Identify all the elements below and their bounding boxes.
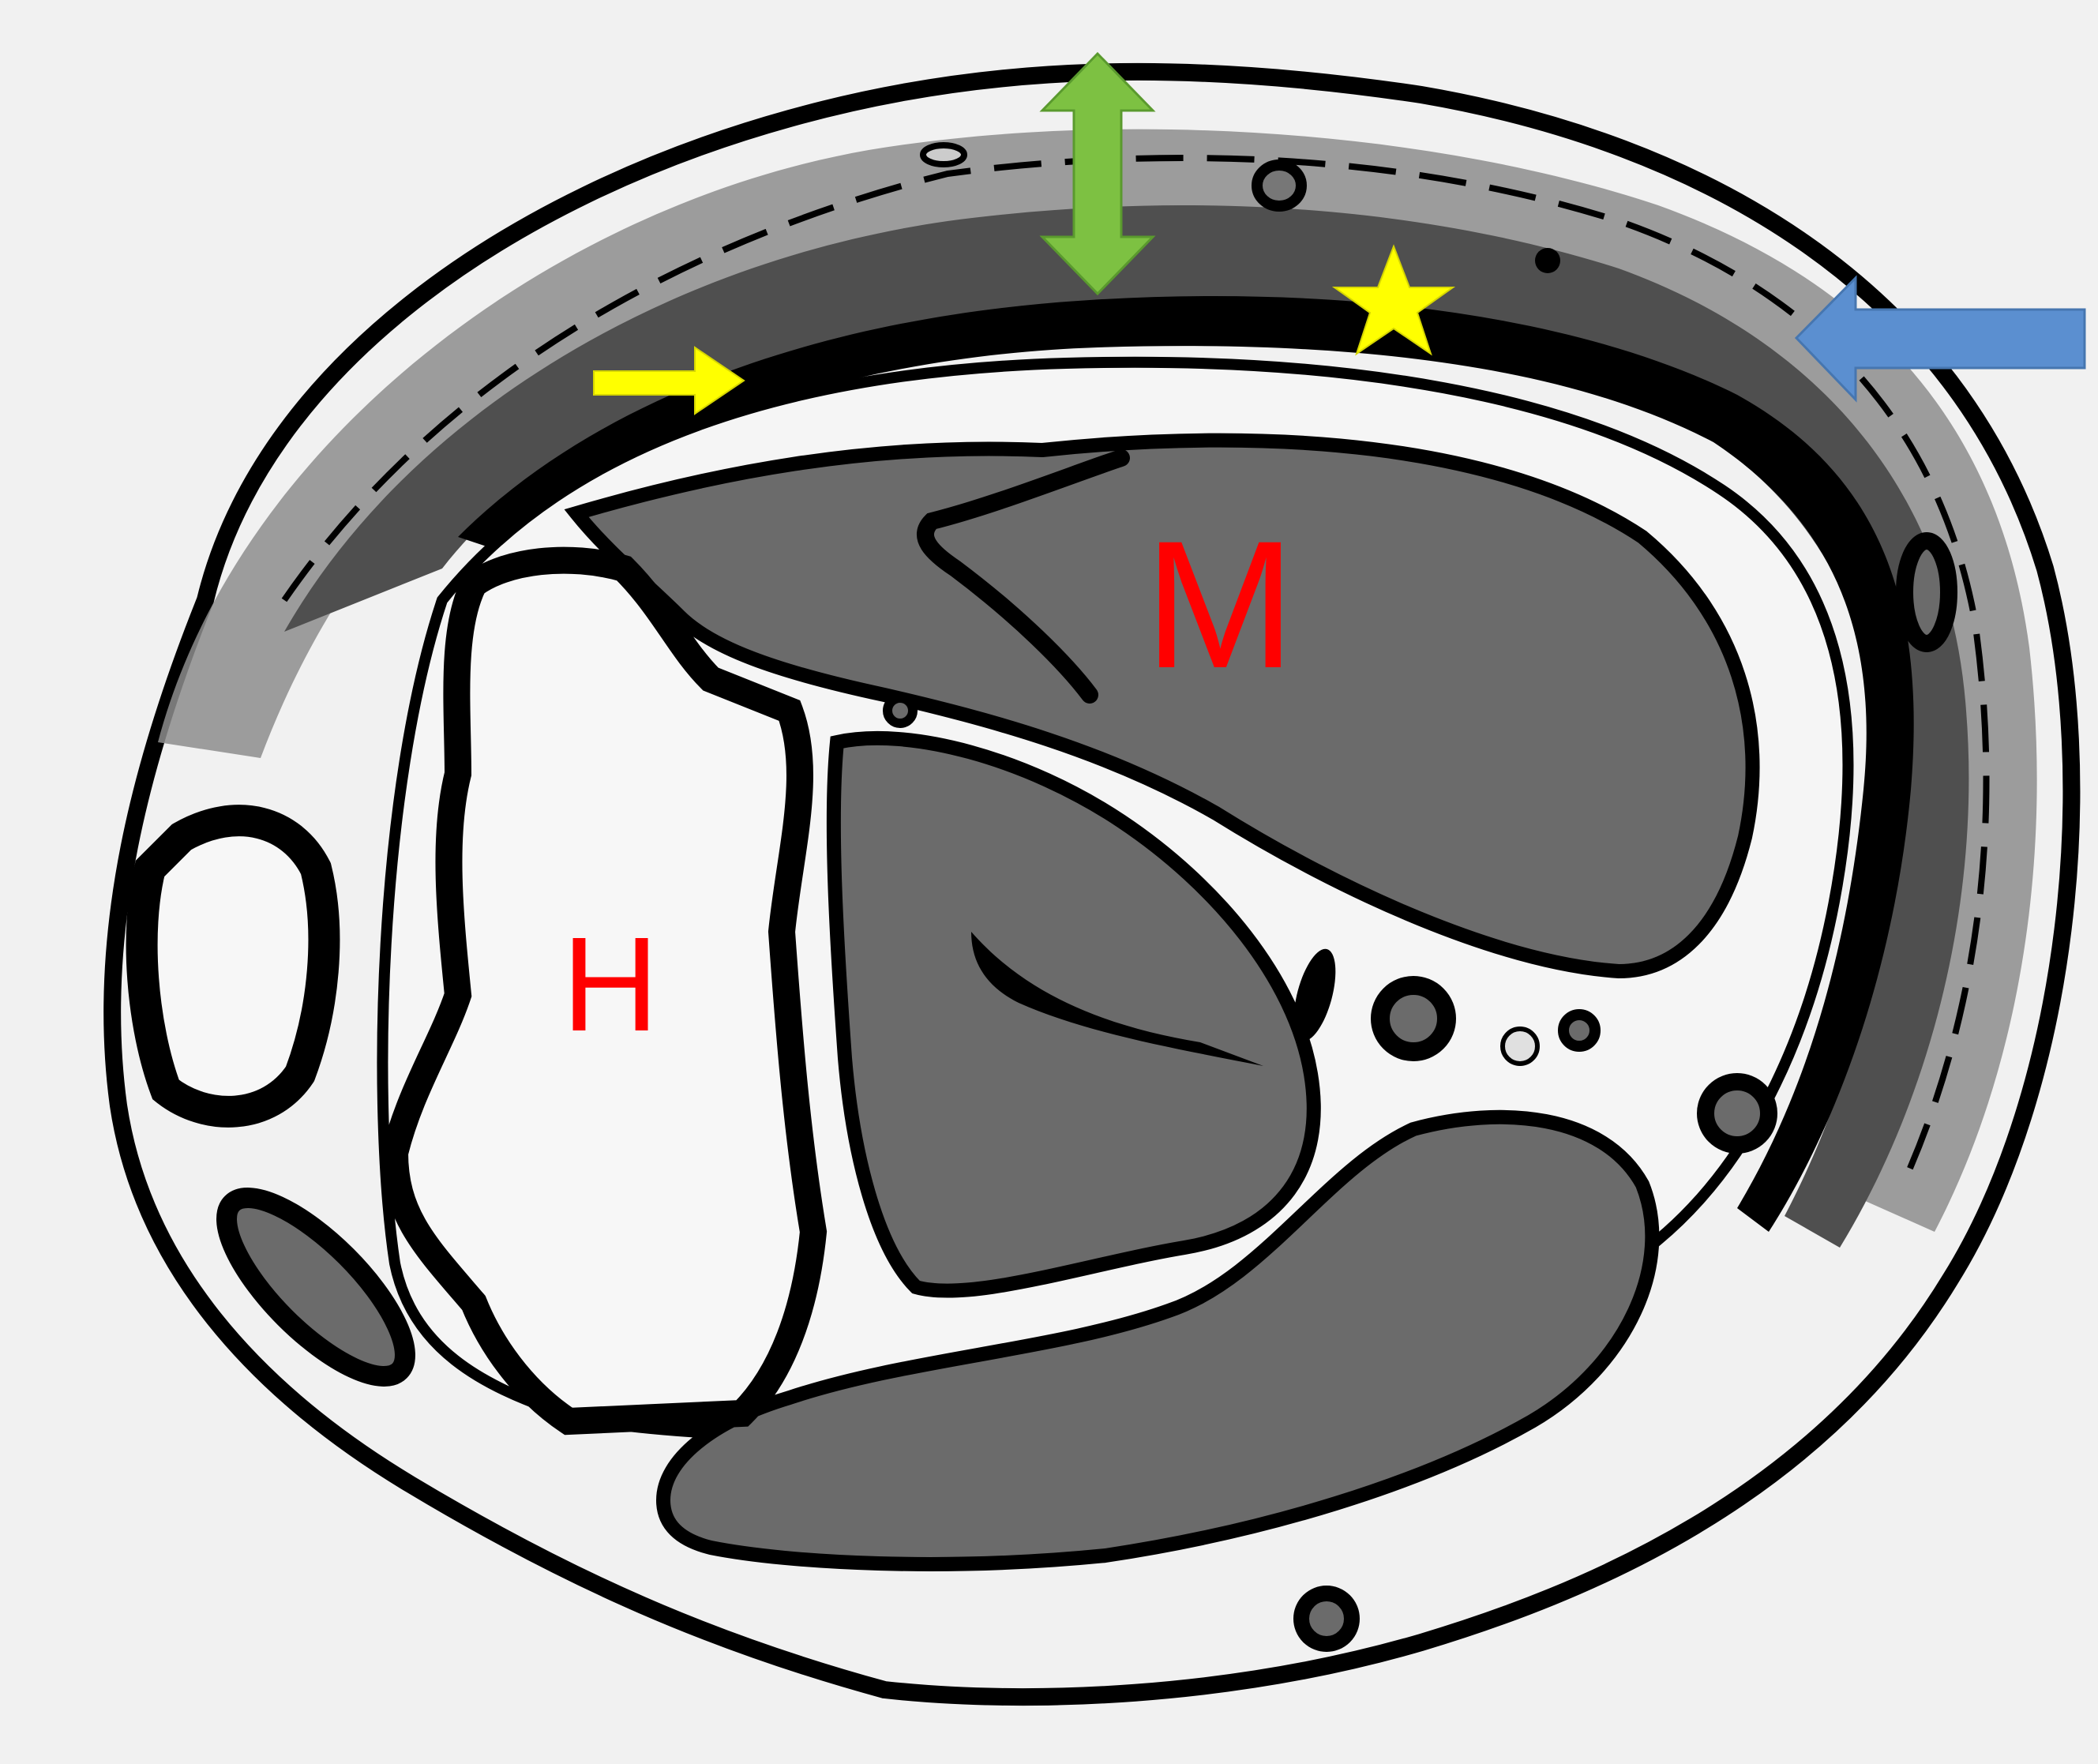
superficial-vessel-3 [1535,248,1560,273]
vessel-6 [1301,1593,1352,1644]
superficial-vessel-2 [1257,165,1301,206]
label-muscle: M [1144,503,1296,706]
vessel-3 [1503,1029,1537,1064]
superficial-vessel-1 [923,145,964,164]
label-humerus: H [562,910,659,1060]
vessel-5 [1706,1082,1769,1145]
vessel-7 [1905,541,1949,644]
vessel-2 [1380,985,1447,1052]
vessel-4 [1563,1015,1595,1046]
small-bone-left [142,820,325,1112]
vessel-1 [888,698,913,723]
